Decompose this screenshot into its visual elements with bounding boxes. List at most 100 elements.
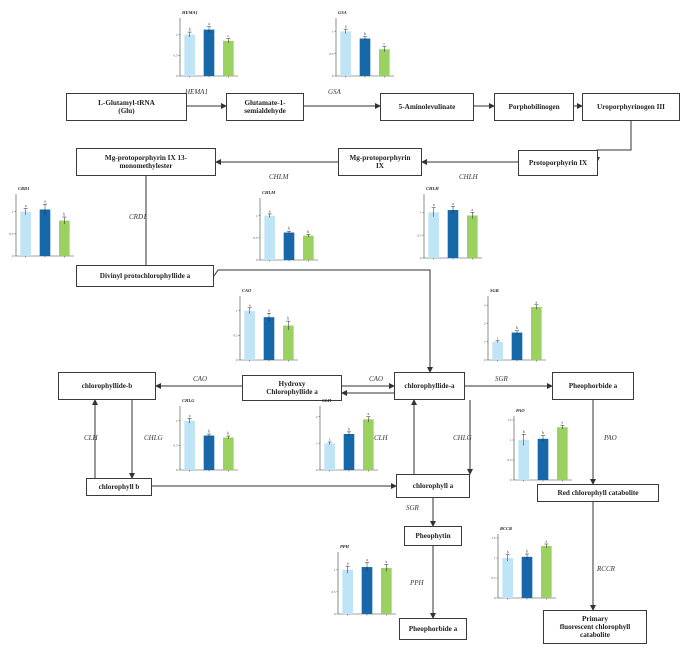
bar <box>59 220 70 256</box>
bar <box>381 567 392 614</box>
significance-letter: a <box>208 22 210 26</box>
node-chlorophyllide-a: chlorophyllide-a <box>394 372 465 400</box>
significance-letter: a <box>562 421 564 425</box>
bar <box>303 235 314 260</box>
bar <box>324 443 335 470</box>
significance-letter: b <box>208 430 210 434</box>
significance-letter: a <box>345 25 347 29</box>
y-tick-label: 0 <box>484 358 486 362</box>
enzyme-sgr-top: SGR <box>495 375 508 383</box>
enzyme-gsa: GSA <box>328 88 341 96</box>
significance-letter: a <box>546 540 548 544</box>
significance-letter: c <box>497 336 499 340</box>
y-tick-label: 3 <box>484 303 486 307</box>
node-protoporphyrin: Protoporphyrin IX <box>518 150 598 176</box>
y-tick-label: 0.5 <box>332 590 336 594</box>
significance-letter: a <box>433 203 435 207</box>
significance-letter: a <box>25 204 27 208</box>
node-porphobilinogen: Porphobilinogen <box>494 93 574 121</box>
bar <box>283 232 295 260</box>
significance-letter: c <box>384 42 386 46</box>
significance-letter: a <box>189 414 191 418</box>
bar <box>492 341 503 360</box>
node-hydroxy-chlorophyllide: Hydroxy Chlorophyllide a <box>242 375 342 401</box>
node-mg-protoporphyrin-monomethylester: Mg-protoporphyrin IX 13- monomethylester <box>76 148 216 176</box>
y-tick-label: 0 <box>176 74 178 78</box>
significance-letter: a <box>269 209 271 213</box>
bar <box>343 434 355 470</box>
y-tick-label: 2 <box>484 322 486 326</box>
significance-letter: b <box>288 227 290 231</box>
node-chlorophyll-b: chlorophyll b <box>86 478 152 496</box>
y-tick-label: 0.5 <box>174 53 178 57</box>
significance-letter: b <box>526 550 528 554</box>
y-tick-label: 0.5 <box>254 236 258 240</box>
y-tick-label: 1 <box>236 309 238 313</box>
y-tick-label: 1.5 <box>508 418 512 422</box>
enzyme-rccr: RCCR <box>597 565 615 573</box>
bar <box>531 306 542 360</box>
enzyme-chlm: CHLM <box>269 173 289 181</box>
bar <box>264 215 275 260</box>
node-glutamate-semialdehyde: Glutamate-1- semialdehyde <box>226 93 304 121</box>
y-tick-label: 1 <box>176 33 178 37</box>
enzyme-crd1: CRD1 <box>129 213 147 221</box>
y-tick-label: 1 <box>494 556 496 560</box>
arrow-uro-proto <box>594 121 632 163</box>
y-tick-label: 0.5 <box>508 458 512 462</box>
y-tick-label: 2 <box>316 415 318 419</box>
chart-title: HEMA1 <box>181 10 198 15</box>
enzyme-clh-left: CLH <box>84 434 98 442</box>
node-glutamyl-trna: L-Glutamyl-tRNA (Glu) <box>66 93 187 121</box>
node-pheophorbide-a-bottom: Pheophorbide a <box>399 618 467 640</box>
bar <box>283 325 294 360</box>
chart-title: CAO <box>242 288 252 293</box>
bar <box>223 40 234 76</box>
significance-letter: b <box>189 28 191 32</box>
node-mg-protoporphyrin: Mg-protoporphyrin IX <box>338 148 422 176</box>
y-tick-label: 0 <box>256 258 258 262</box>
significance-letter: b <box>523 430 525 434</box>
significance-letter: b <box>63 213 65 217</box>
chart-title: CHLM <box>262 190 276 195</box>
y-tick-label: 0.5 <box>492 576 496 580</box>
y-tick-label: 0 <box>420 256 422 260</box>
bar <box>342 569 353 614</box>
chart-title: CHLG <box>182 398 195 403</box>
significance-letter: a <box>472 208 474 212</box>
bar <box>541 546 552 598</box>
significance-letter: a <box>368 412 370 416</box>
y-tick-label: 0 <box>236 358 238 362</box>
y-tick-label: 1 <box>12 210 14 214</box>
significance-letter: a <box>347 562 349 566</box>
bar <box>184 34 195 76</box>
y-tick-label: 0.5 <box>174 444 178 448</box>
enzyme-hema1: HEMA1 <box>185 88 208 96</box>
significance-letter: b <box>507 550 509 554</box>
node-divinyl-protochlorophyllide: Divinyl protochlorophyllide a <box>76 265 214 287</box>
bar <box>379 49 390 76</box>
node-pheophorbide-a-top: Pheophorbide a <box>552 372 634 400</box>
bar <box>223 437 234 470</box>
enzyme-cao-left: CAO <box>193 375 207 383</box>
node-pheophytin: Pheophytin <box>404 526 462 546</box>
enzyme-pph: PPH <box>410 579 424 587</box>
y-tick-label: 0.5 <box>418 233 422 237</box>
y-tick-label: 0.5 <box>234 334 238 338</box>
significance-letter: b <box>364 32 366 36</box>
